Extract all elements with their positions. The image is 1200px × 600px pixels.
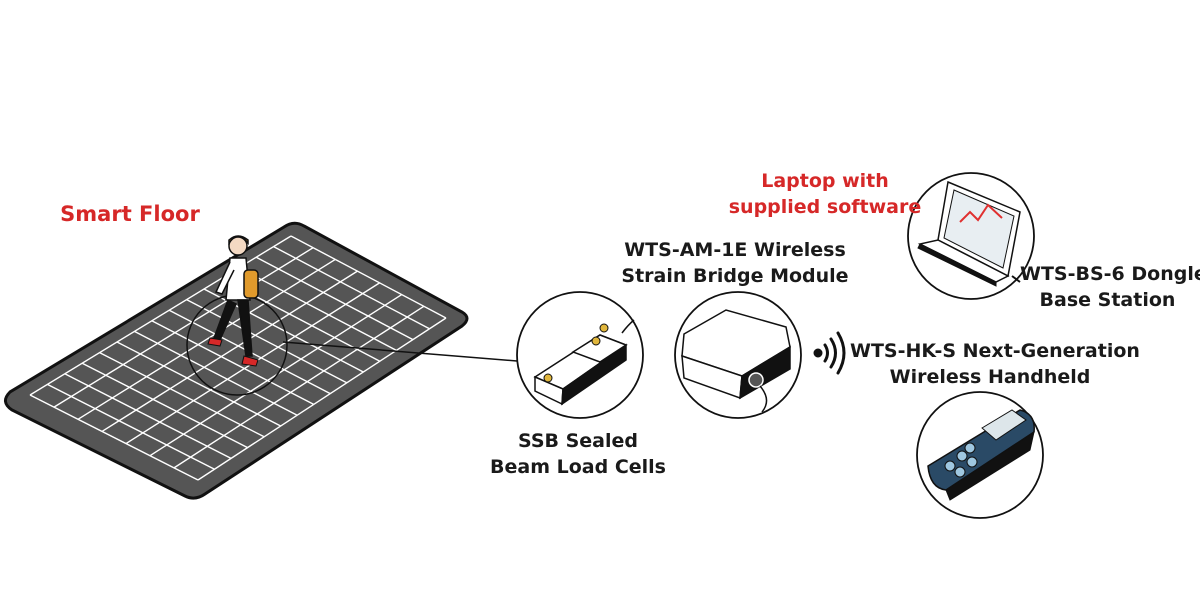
floor-grid-line <box>238 267 397 352</box>
floor-grid-line <box>29 394 199 481</box>
strain-module-icon <box>674 291 802 419</box>
floor-grid-line <box>64 373 232 460</box>
floor-grid-line <box>151 320 315 406</box>
label-handheld: WTS-HK-S Next-Generation Wireless Handhe… <box>850 338 1140 390</box>
floor-grid-line <box>101 270 358 433</box>
floor-grid-line <box>134 330 298 416</box>
label-laptop: Laptop with supplied software <box>725 168 925 220</box>
label-strain-module: WTS-AM-1E Wireless Strain Bridge Module <box>620 237 850 289</box>
handheld-icon <box>916 391 1044 519</box>
wireless-signal-icon <box>813 331 846 375</box>
floor-grid-line <box>149 293 403 457</box>
label-handheld-line1: WTS-HK-S Next-Generation <box>850 340 1140 362</box>
label-load-cells-line2: Beam Load Cells <box>490 456 666 478</box>
label-load-cells: SSB Sealed Beam Load Cells <box>478 428 678 480</box>
laptop-icon <box>907 172 1035 300</box>
floor-grid-line <box>186 298 348 384</box>
connection-line <box>282 341 518 362</box>
floor-grid-line <box>53 247 314 408</box>
label-strain-module-line2: Strain Bridge Module <box>621 265 849 287</box>
floor-grid-line <box>47 383 215 470</box>
label-laptop-line1: Laptop with <box>761 170 889 192</box>
walking-person-icon <box>207 235 259 367</box>
floor-grid-line <box>255 256 414 341</box>
label-laptop-line2: supplied software <box>728 196 922 218</box>
floor-grid-line <box>29 235 292 396</box>
floor-grid-line <box>77 258 336 420</box>
floor-grid-line <box>197 317 447 481</box>
label-handheld-line2: Wireless Handheld <box>889 366 1091 388</box>
label-load-cells-line1: SSB Sealed <box>517 430 638 452</box>
floor-grid-line <box>173 305 425 469</box>
floor-grid-line <box>81 362 248 449</box>
load-cell-icon <box>516 291 644 419</box>
floor-grid-line <box>99 351 265 438</box>
label-dongle-line1: WTS-BS-6 Dongle <box>1020 263 1200 285</box>
floor-grid-line <box>290 235 447 319</box>
label-strain-module-line1: WTS-AM-1E Wireless <box>624 239 846 261</box>
label-dongle: WTS-BS-6 Dongle Base Station <box>1020 261 1200 313</box>
floor-grid-line <box>116 341 281 427</box>
floor-grid-line <box>273 245 430 330</box>
page-title: Smart Floor <box>60 202 200 226</box>
label-dongle-line2: Base Station <box>1039 289 1176 311</box>
